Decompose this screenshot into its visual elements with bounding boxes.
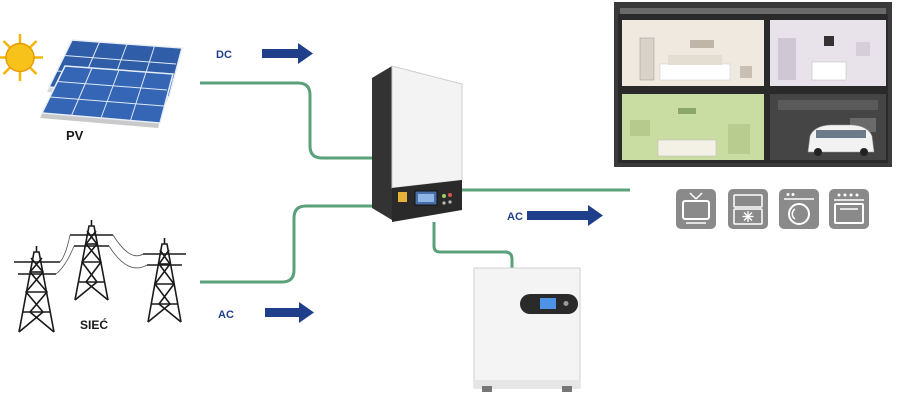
room-garage [770, 94, 886, 160]
grid-label: SIEĆ [80, 318, 109, 332]
room-living [770, 20, 886, 86]
sun-icon [0, 34, 43, 81]
ac-output-arrow [527, 205, 603, 226]
solar-panel-icon [40, 39, 183, 128]
tower-right [143, 238, 186, 323]
tower-middle [70, 220, 113, 301]
washing-machine-icon [779, 189, 819, 229]
room-lounge [622, 94, 764, 160]
dc-flow-label: DC [216, 49, 232, 61]
power-lines [55, 234, 148, 275]
inverter-icon [372, 65, 463, 222]
tower-left [14, 246, 60, 333]
pv-cable [200, 81, 372, 160]
ac-output-flow-label: AC [507, 211, 523, 223]
oven-icon [829, 189, 869, 229]
cables [200, 81, 630, 284]
room-bedroom [622, 20, 764, 86]
fridge-icon [728, 189, 768, 229]
power-tower-icon [14, 220, 186, 333]
pv-label: PV [66, 128, 84, 143]
dc-arrow [262, 43, 313, 64]
battery-cable [432, 222, 514, 268]
solar-panel-front [40, 65, 174, 128]
battery-icon [473, 267, 581, 392]
grid-cable [200, 204, 372, 284]
ac-grid-arrow [265, 302, 314, 323]
tv-icon [676, 189, 716, 229]
ac-grid-flow-label: AC [218, 309, 234, 321]
house-icon [614, 2, 892, 167]
